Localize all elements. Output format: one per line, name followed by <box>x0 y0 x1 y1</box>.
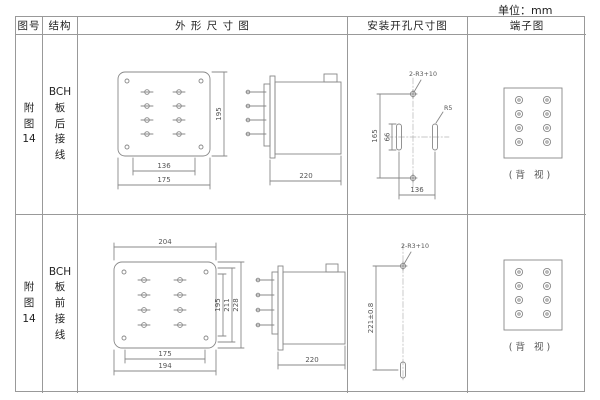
view-label: (背 视) <box>509 169 553 181</box>
mounting-note: 2-R3+10 <box>401 243 429 250</box>
spec-table: 图号 结构 外 形 尺 寸 图 安装开孔尺寸图 端子图 附 图 14 BCH 板… <box>15 16 586 393</box>
structure-row1: BCH 板 后 接 线 <box>43 35 78 215</box>
header-structure: 结构 <box>43 17 78 35</box>
figure-no-line: 图 <box>23 117 35 130</box>
mounting-cell-row1: 2-R3+10 R5 165 66 136 <box>348 35 468 215</box>
header-terminal: 端子图 <box>468 17 586 35</box>
structure-line: 板 <box>54 101 66 114</box>
figure-no-row2: 附 图 14 <box>16 215 43 393</box>
mounting-drawing-row1: 2-R3+10 R5 165 66 136 <box>371 71 452 199</box>
side-view: 220 <box>255 263 345 370</box>
header-mounting: 安装开孔尺寸图 <box>348 17 468 35</box>
outline-drawing-row2: 204 175 194 195 211 228 <box>113 238 345 376</box>
outline-cell-row1: 136 175 195 <box>78 35 348 215</box>
figure-no-row1: 附 图 14 <box>16 35 43 215</box>
structure-line: 接 <box>54 133 66 146</box>
terminal-diagram-row2: (背 视) <box>503 259 563 353</box>
dim-label: 220 <box>305 356 318 364</box>
terminal-cell-row1: (背 视) <box>468 35 586 215</box>
side-view: 220 <box>245 73 341 185</box>
terminal-diagram-row1: (背 视) <box>503 87 563 181</box>
mounting-note: 2-R3+10 <box>409 71 437 78</box>
figure-no-line: 图 <box>23 297 35 310</box>
header-figure-no: 图号 <box>16 17 43 35</box>
structure-line: 前 <box>54 297 66 310</box>
outline-drawing-row1: 136 175 195 <box>117 71 341 189</box>
dim-label: 136 <box>410 186 424 194</box>
dim-label: 204 <box>158 238 172 246</box>
dim-label: 194 <box>158 362 172 370</box>
dim-label: 175 <box>158 350 171 358</box>
terminal-cell-row2: (背 视) <box>468 215 586 393</box>
mounting-cell-row2: 2-R3+10 221±0.8 <box>348 215 468 393</box>
dim-label: 221±0.8 <box>367 303 375 333</box>
dim-label: 175 <box>157 176 170 184</box>
structure-row2: BCH 板 前 接 线 <box>43 215 78 393</box>
figure-no-line: 14 <box>22 312 36 325</box>
unit-label: 单位：mm <box>498 4 553 17</box>
figure-no-line: 附 <box>23 101 35 114</box>
structure-line: 线 <box>54 328 66 341</box>
dim-label: 66 <box>383 132 391 141</box>
header-outline: 外 形 尺 寸 图 <box>78 17 348 35</box>
dim-label: 228 <box>232 298 240 311</box>
structure-line: 后 <box>54 117 66 130</box>
structure-line: BCH <box>48 265 72 278</box>
structure-line: 接 <box>54 312 66 325</box>
dim-label: 195 <box>214 298 222 311</box>
radius-note: R5 <box>444 105 452 112</box>
dim-label: 211 <box>223 298 231 311</box>
mounting-drawing-row2: 2-R3+10 221±0.8 <box>367 243 429 383</box>
structure-line: 板 <box>54 281 66 294</box>
dim-label: 165 <box>371 129 379 142</box>
dim-label: 136 <box>157 162 171 170</box>
figure-no-line: 14 <box>22 133 36 146</box>
figure-no-line: 附 <box>23 281 35 294</box>
front-view: 204 175 194 195 211 228 <box>113 238 244 376</box>
dim-label: 195 <box>215 107 223 120</box>
structure-line: 线 <box>54 149 66 162</box>
outline-cell-row2: 204 175 194 195 211 228 <box>78 215 348 393</box>
front-view: 136 175 195 <box>117 71 227 189</box>
dim-label: 220 <box>299 172 312 180</box>
structure-line: BCH <box>48 86 72 99</box>
view-label: (背 视) <box>509 341 553 353</box>
